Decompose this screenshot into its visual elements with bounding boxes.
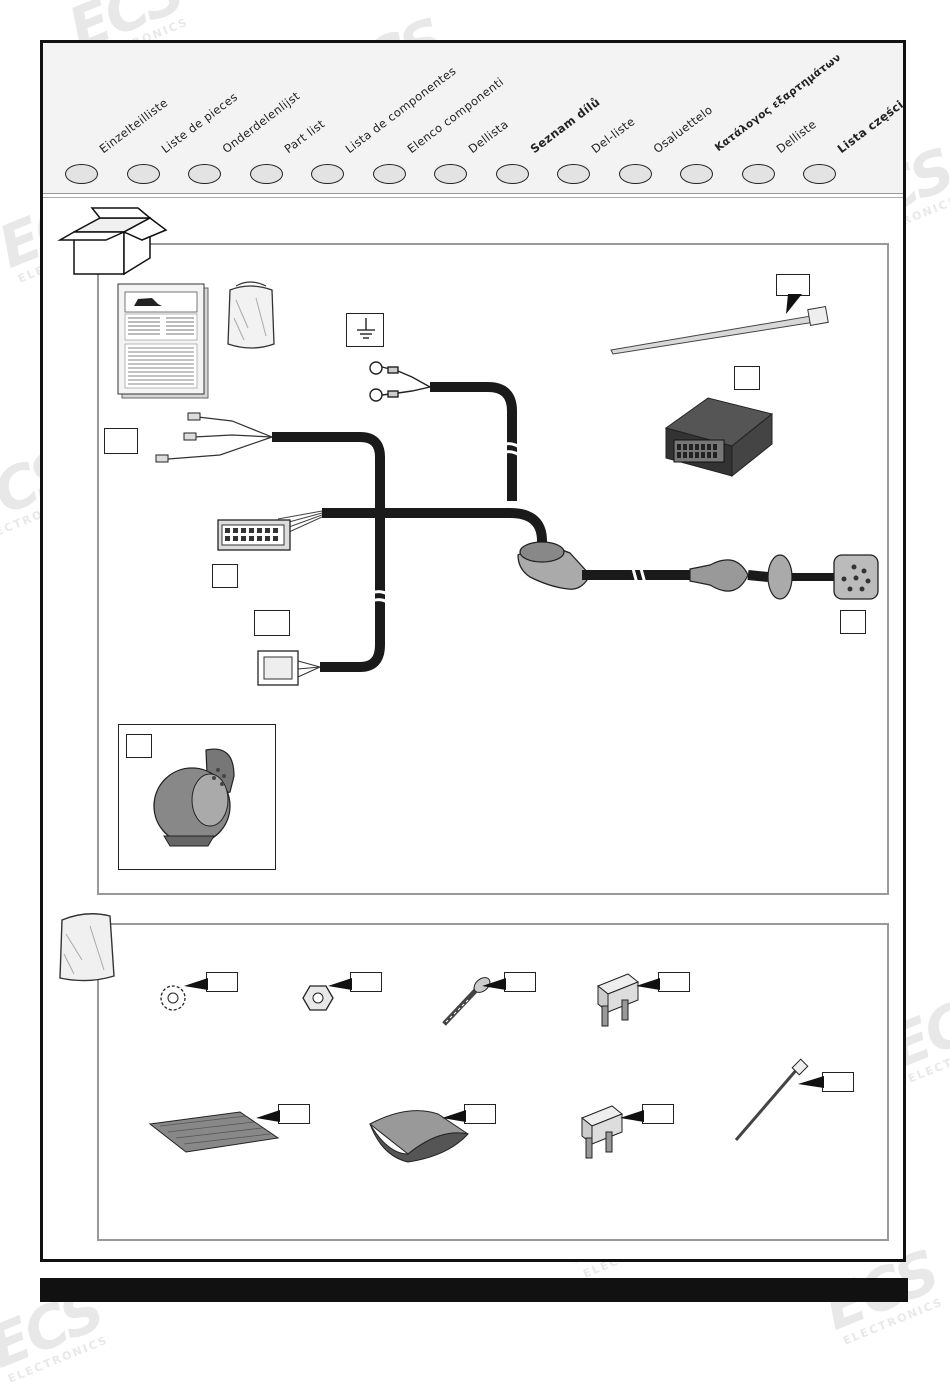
lang-label-fi: Osaluettelo bbox=[650, 102, 716, 156]
callout-pointer bbox=[798, 1076, 824, 1088]
language-circle-cs[interactable] bbox=[496, 164, 529, 184]
lang-label-pl: Lista części bbox=[834, 97, 907, 156]
adhesive-tape-icon bbox=[369, 1110, 469, 1163]
language-circle-fi[interactable] bbox=[619, 164, 652, 184]
part-number-box-nut[interactable] bbox=[350, 972, 382, 992]
part-number-box-module[interactable] bbox=[734, 366, 760, 390]
control-module-icon bbox=[664, 397, 774, 478]
lang-label-sv: Dellista bbox=[465, 116, 511, 156]
lang-label-en: Part list bbox=[281, 116, 328, 156]
fuse-icon bbox=[597, 973, 639, 1027]
language-circle-el[interactable] bbox=[680, 164, 713, 184]
screw-icon bbox=[442, 977, 491, 1026]
callout-pointer bbox=[620, 1110, 644, 1122]
callout-pointer bbox=[442, 1110, 466, 1122]
part-number-box-washer[interactable] bbox=[206, 972, 238, 992]
part-number-box-fuse-1[interactable] bbox=[658, 972, 690, 992]
language-circle-da[interactable] bbox=[557, 164, 590, 184]
part-number-box-screw[interactable] bbox=[504, 972, 536, 992]
part-number-box-cable-tie[interactable] bbox=[776, 274, 810, 296]
ground-symbol-box bbox=[346, 313, 384, 347]
bag-icon bbox=[227, 281, 275, 349]
language-circle-en[interactable] bbox=[250, 164, 283, 184]
bag-icon bbox=[59, 913, 115, 982]
callout-pointer bbox=[328, 978, 352, 990]
callout-pointer bbox=[786, 294, 802, 314]
part-number-box-multipin-connector[interactable] bbox=[212, 564, 238, 588]
language-circle-nl[interactable] bbox=[188, 164, 221, 184]
lang-label-el: Κατάλογος εξαρτημάτων bbox=[712, 51, 844, 154]
part-number-box-cable-tie-small[interactable] bbox=[822, 1072, 854, 1092]
language-circle-de[interactable] bbox=[65, 164, 98, 184]
box-icon bbox=[57, 207, 168, 276]
lang-label-no: Delliste bbox=[773, 116, 819, 156]
language-header: Einzelteilliste Liste de pieces Onderdel… bbox=[43, 43, 906, 198]
language-circle-no[interactable] bbox=[742, 164, 775, 184]
part-number-box-fuse-2[interactable] bbox=[642, 1104, 674, 1124]
part-number-box-adhesive-tape[interactable] bbox=[464, 1104, 496, 1124]
wiring-harness-illustration bbox=[155, 361, 879, 686]
ground-symbol-icon bbox=[357, 318, 375, 339]
nut-icon bbox=[302, 985, 334, 1011]
lang-label-da: Del-liste bbox=[588, 114, 638, 156]
callout-pointer bbox=[636, 978, 660, 990]
callout-pointer bbox=[184, 978, 208, 990]
socket-icon bbox=[153, 748, 235, 847]
callout-pointer bbox=[256, 1110, 280, 1122]
cable-tie-icon bbox=[610, 305, 829, 355]
part-number-box-bottom-connector[interactable] bbox=[254, 610, 290, 636]
fuse-icon bbox=[581, 1105, 623, 1159]
language-circle-it[interactable] bbox=[373, 164, 406, 184]
instruction-sheet-icon bbox=[117, 283, 209, 399]
part-number-box-left-connectors[interactable] bbox=[104, 428, 138, 454]
language-circle-es[interactable] bbox=[311, 164, 344, 184]
language-circle-sv[interactable] bbox=[434, 164, 467, 184]
footer-bar bbox=[40, 1278, 908, 1302]
washer-icon bbox=[160, 985, 186, 1011]
language-circle-fr[interactable] bbox=[127, 164, 160, 184]
language-circle-pl[interactable] bbox=[803, 164, 836, 184]
callout-pointer bbox=[482, 978, 506, 990]
part-number-box-socket[interactable] bbox=[126, 734, 152, 758]
cable-tie-icon bbox=[734, 1058, 809, 1141]
foam-pad-icon bbox=[148, 1111, 280, 1153]
part-number-box-foam-pad[interactable] bbox=[278, 1104, 310, 1124]
lang-label-es: Lista de componentes bbox=[342, 63, 459, 156]
part-number-box-socket-plug[interactable] bbox=[840, 610, 866, 634]
